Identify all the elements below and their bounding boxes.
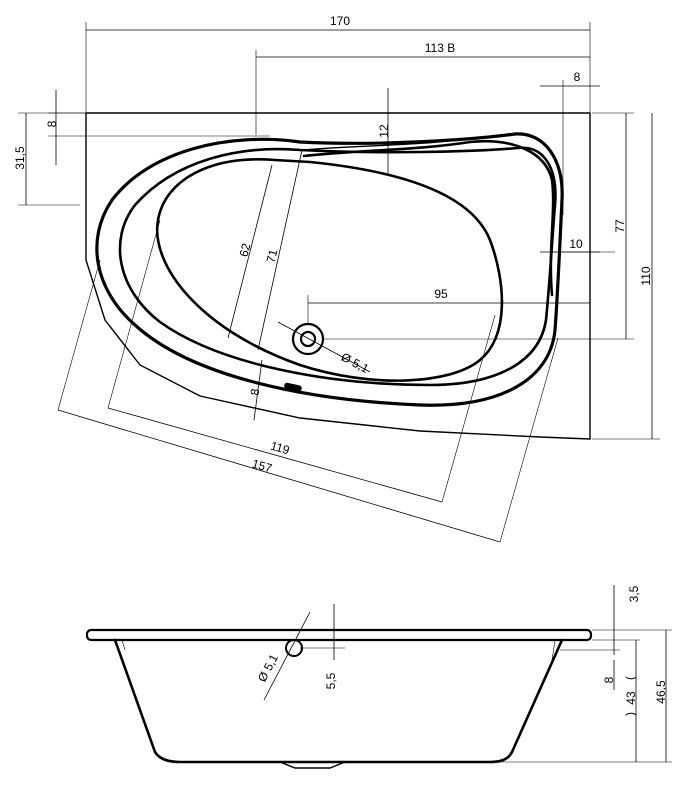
dim-bottom-rim: 8: [248, 387, 263, 396]
overflow-slot: [284, 382, 302, 392]
dim-drain-diameter: Ø 5,1: [339, 350, 372, 376]
inner-bowl: [118, 146, 557, 387]
tub-rim-outline: [85, 112, 591, 440]
dim-overflow-height: 5,5: [324, 672, 338, 689]
inner-floor: [155, 158, 504, 382]
dim-depth-paren-open: (: [623, 676, 637, 680]
dim-inner-length: 119: [269, 439, 292, 458]
dim-width-b: 113 B: [425, 41, 455, 55]
side-feet: [279, 761, 346, 769]
outer-bowl: [95, 132, 564, 407]
dim-side-rim: 10: [569, 237, 583, 251]
dim-rim-thickness: 3,5: [627, 585, 641, 602]
top-view: 170 113 B 8 8 31,5 12 62 71 10: [13, 14, 660, 543]
dim-rim-right: 8: [574, 70, 581, 84]
dim-overflow-diameter: Ø 5,1: [255, 651, 281, 684]
dim-drain-offset: 95: [434, 287, 448, 301]
dim-depth-inner: 43: [624, 691, 638, 705]
dim-right-height: 77: [613, 219, 627, 233]
dim-rim-left: 8: [45, 120, 59, 127]
dim-depth-paren-close: ): [623, 712, 637, 716]
dim-total-height: 110: [639, 266, 653, 285]
side-inner-wall: [551, 639, 556, 661]
dim-outer-length: 157: [250, 457, 273, 476]
dim-depth-total: 46,5: [654, 680, 668, 704]
headrest-curve: [302, 140, 555, 297]
side-view: Ø 5,1 5,5 3,5 8 ( 43 ) 46,5: [85, 585, 672, 769]
side-rim: [85, 628, 593, 642]
headrest-curve-inner: [303, 137, 471, 151]
drain-inner: [299, 330, 317, 348]
dim-inner-width: 62: [237, 242, 254, 259]
drain-outer: [291, 322, 325, 356]
dim-overall-width: 170: [330, 14, 350, 28]
dim-outer-width: 71: [264, 248, 281, 265]
dim-top-rim: 12: [377, 124, 391, 138]
dim-left-height: 31,5: [13, 146, 27, 170]
dim-rim-drop: 8: [602, 676, 616, 683]
side-body: [113, 638, 564, 764]
